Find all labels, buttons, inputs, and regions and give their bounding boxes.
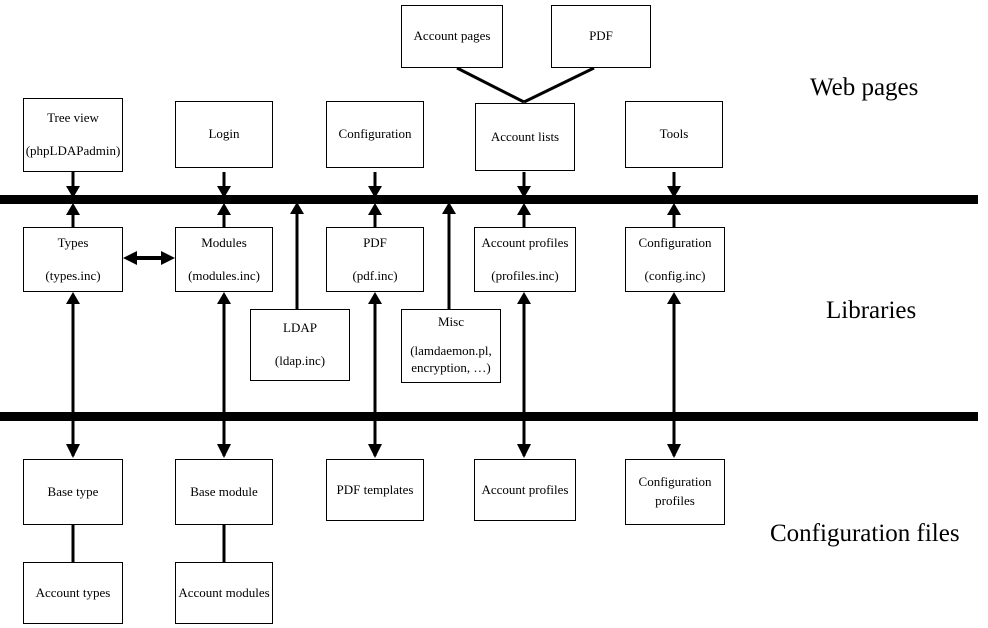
node-types-label: Types <box>57 234 89 250</box>
node-configuration-page[interactable]: Configuration <box>326 101 424 168</box>
node-configuration-profiles[interactable]: Configuration profiles <box>625 459 725 525</box>
node-tree-view-label: Tree view <box>47 110 99 126</box>
node-base-module[interactable]: Base module <box>175 459 273 525</box>
node-ldap-sublabel: (ldap.inc) <box>274 353 326 368</box>
node-pdf-templates[interactable]: PDF templates <box>326 459 424 521</box>
node-misc[interactable]: Misc (lamdaemon.pl, encryption, …) <box>401 309 501 383</box>
arrowheads-up-libraries <box>66 292 681 304</box>
node-misc-sublabel-2: encryption, …) <box>411 359 491 375</box>
node-types[interactable]: Types (types.inc) <box>23 227 123 292</box>
node-account-pages[interactable]: Account pages <box>401 5 503 68</box>
node-account-modules-label: Account modules <box>178 584 270 600</box>
node-pdf-top[interactable]: PDF <box>551 5 651 68</box>
node-pdf-lib[interactable]: PDF (pdf.inc) <box>326 227 424 292</box>
node-ldap-label: LDAP <box>283 320 317 336</box>
node-tree-view[interactable]: Tree view (phpLDAPadmin) <box>23 98 123 172</box>
node-ldap[interactable]: LDAP (ldap.inc) <box>250 309 350 381</box>
node-misc-label: Misc <box>438 314 464 329</box>
node-configuration-lib[interactable]: Configuration (config.inc) <box>625 227 725 292</box>
arrowheads-ldap-misc <box>290 202 456 214</box>
connector-pdf-to-account-lists <box>523 66 595 104</box>
node-base-module-label: Base module <box>190 483 258 499</box>
node-configuration-profiles-sublabel: profiles <box>655 493 695 508</box>
node-tools[interactable]: Tools <box>625 101 723 168</box>
arrowheads-down-lower-bar <box>66 444 681 458</box>
node-pdf-templates-label: PDF templates <box>336 481 414 497</box>
separator-bar-web-libraries <box>0 195 978 204</box>
arrowheads-up-upper-bar <box>66 203 681 215</box>
node-account-lists[interactable]: Account lists <box>475 103 575 171</box>
separator-bar-libraries-config <box>0 412 978 421</box>
arrowheads-down-upper-bar <box>66 186 681 198</box>
section-label-web-pages: Web pages <box>810 74 919 101</box>
node-account-types[interactable]: Account types <box>23 562 123 624</box>
node-modules[interactable]: Modules (modules.inc) <box>175 227 273 292</box>
node-login[interactable]: Login <box>175 101 273 168</box>
node-account-types-label: Account types <box>35 584 111 600</box>
node-misc-sublabel-1: (lamdaemon.pl, <box>410 342 492 358</box>
node-configuration-profiles-label: Configuration <box>638 474 712 490</box>
node-account-profiles-lib-sublabel: (profiles.inc) <box>491 267 559 283</box>
node-types-sublabel: (types.inc) <box>45 267 101 283</box>
node-account-lists-label: Account lists <box>490 128 560 144</box>
node-account-profiles-files[interactable]: Account profiles <box>474 459 576 521</box>
node-login-label: Login <box>208 126 240 142</box>
node-tree-view-sublabel: (phpLDAPadmin) <box>25 143 121 158</box>
node-base-type[interactable]: Base type <box>23 459 123 525</box>
node-account-profiles-lib-label: Account profiles <box>481 234 569 250</box>
node-configuration-page-label: Configuration <box>338 126 412 142</box>
node-tools-label: Tools <box>659 126 689 142</box>
node-pdf-lib-label: PDF <box>363 234 387 250</box>
section-label-configuration-files: Configuration files <box>770 520 960 547</box>
node-account-pages-label: Account pages <box>413 28 491 44</box>
arrowheads-types-modules <box>123 251 175 265</box>
node-configuration-lib-label: Configuration <box>638 234 712 250</box>
node-pdf-top-label: PDF <box>589 28 613 44</box>
node-account-profiles-lib[interactable]: Account profiles (profiles.inc) <box>474 227 576 292</box>
node-account-modules[interactable]: Account modules <box>175 562 273 624</box>
node-configuration-lib-sublabel: (config.inc) <box>644 267 706 283</box>
section-label-libraries: Libraries <box>826 297 917 324</box>
node-base-type-label: Base type <box>47 483 99 499</box>
node-modules-sublabel: (modules.inc) <box>188 267 260 283</box>
node-modules-label: Modules <box>201 234 247 250</box>
node-pdf-lib-sublabel: (pdf.inc) <box>352 267 398 283</box>
node-account-profiles-files-label: Account profiles <box>481 481 569 497</box>
connector-account-pages-to-account-lists <box>456 66 525 104</box>
